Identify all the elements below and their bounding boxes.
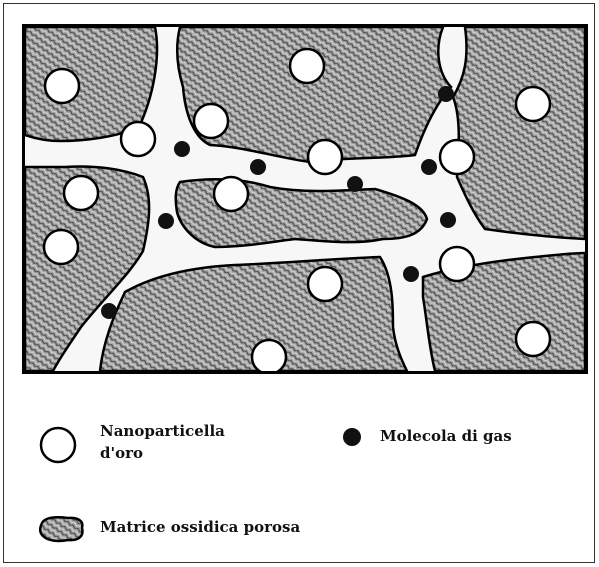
- matrix-grain: [177, 27, 451, 162]
- white-circle-icon: [38, 425, 78, 465]
- nanoparticle: [290, 49, 324, 83]
- nanoparticle: [440, 140, 474, 174]
- gas-molecule: [158, 213, 174, 229]
- nanoparticle: [194, 104, 228, 138]
- gas-molecule: [438, 86, 454, 102]
- gas-molecule: [403, 266, 419, 282]
- gas-molecule: [440, 212, 456, 228]
- legend-nanoparticle-label: Nanoparticella d'oro: [100, 420, 225, 464]
- gas-molecule: [174, 141, 190, 157]
- nanoparticle: [308, 267, 342, 301]
- black-dot-icon: [340, 425, 364, 449]
- nanoparticle: [64, 176, 98, 210]
- nanoparticle: [516, 87, 550, 121]
- nanoparticle: [252, 340, 286, 371]
- figure-frame: Nanoparticella d'oro Molecola di gas Mat…: [3, 3, 595, 563]
- gas-molecule: [101, 303, 117, 319]
- nanoparticle: [516, 322, 550, 356]
- legend-nanoparticle-line2: d'oro: [100, 442, 225, 464]
- legend-matrix-label: Matrice ossidica porosa: [100, 516, 300, 538]
- gas-molecule: [250, 159, 266, 175]
- legend-gas-label: Molecola di gas: [380, 425, 512, 447]
- nanoparticle: [308, 140, 342, 174]
- nanoparticle: [44, 230, 78, 264]
- legend-nanoparticle-line1: Nanoparticella: [100, 420, 225, 442]
- porous-matrix-diagram: [22, 24, 588, 374]
- hatched-blob-icon: [36, 513, 88, 545]
- nanoparticle: [45, 69, 79, 103]
- nanoparticle: [214, 177, 248, 211]
- nanoparticle: [440, 247, 474, 281]
- nanoparticle: [121, 122, 155, 156]
- gas-molecule: [421, 159, 437, 175]
- gas-molecule: [347, 176, 363, 192]
- matrix-grain: [453, 27, 585, 239]
